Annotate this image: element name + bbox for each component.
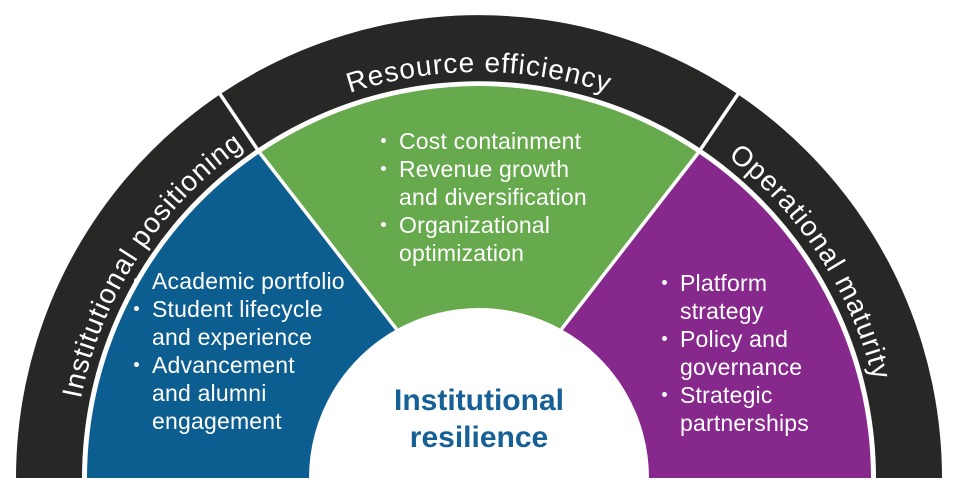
list-operational-maturity: Platform strategy Policy and governance … [662,269,809,437]
list-item-text: Organizational optimization [399,212,551,266]
bullet-dot-icon [662,280,667,285]
list-item: Organizational optimization [381,211,587,267]
bullet-dot-icon [381,222,386,227]
wedge-divider-right [560,151,700,331]
list-item: Revenue growth and diversification [381,155,587,211]
list-item-text: Cost containment [399,128,582,154]
list-item-text: Platform strategy [680,270,768,324]
list-item-text: Strategic partnerships [680,382,809,436]
list-resource-efficiency: Cost containment Revenue growth and dive… [381,127,587,267]
bullet-dot-icon [134,306,139,311]
bullet-dot-icon [381,166,386,171]
wedge-operational-maturity [561,153,871,478]
list-item-text: Academic portfolio [152,268,345,294]
wedge-resource-efficiency [259,86,699,330]
bullet-dot-icon [134,278,139,283]
bullet-dot-icon [381,138,386,143]
bullet-dot-icon [662,392,667,397]
list-institutional-positioning: Academic portfolio Student lifecycle and… [134,267,345,435]
outer-ring [16,15,942,479]
wedge-institutional-positioning [87,153,397,478]
ring-divider-left [215,89,261,153]
list-item: Student lifecycle and experience [134,295,345,351]
list-item-text: Student lifecycle and experience [152,296,323,350]
wedge-divider-left [258,151,398,331]
list-item-text: Revenue growth and diversification [399,156,587,210]
list-item: Platform strategy [662,269,809,325]
list-item: Strategic partnerships [662,381,809,437]
list-item: Academic portfolio [134,267,345,295]
list-item-text: Policy and governance [680,326,803,380]
center-title: Institutional resilience [394,384,564,454]
list-item: Policy and governance [662,325,809,381]
list-item-text: Advancement and alumni engagement [152,352,295,434]
list-item: Cost containment [381,127,587,155]
ring-divider-right [697,89,743,153]
bullet-dot-icon [134,362,139,367]
bullet-dot-icon [662,336,667,341]
list-item: Advancement and alumni engagement [134,351,345,435]
